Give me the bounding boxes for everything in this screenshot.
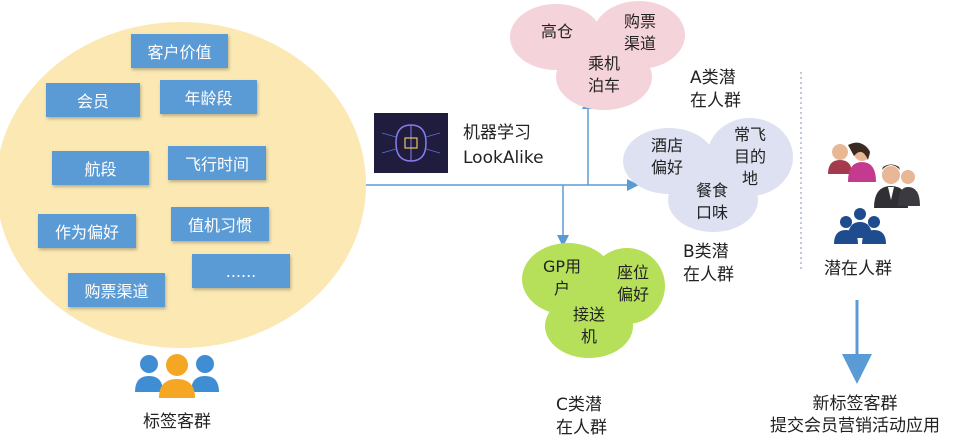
brain-icon xyxy=(381,124,441,162)
result-caption: 新标签客群 提交会员营销活动应用 xyxy=(740,393,960,437)
c-blob-3 xyxy=(545,294,633,358)
tag-checkin-habit: 值机习惯 xyxy=(171,207,269,241)
c-group-title: C类潜在人群 xyxy=(556,395,607,438)
c-item-3: 接送机 xyxy=(572,305,605,346)
tag-flight-time: 飞行时间 xyxy=(168,146,266,180)
tag-flight-segment: 航段 xyxy=(52,151,149,185)
ml-label-line1: 机器学习 xyxy=(463,123,531,143)
label-group-caption: 标签客群 xyxy=(143,412,211,432)
result-line2: 提交会员营销活动应用 xyxy=(770,416,940,436)
ml-label-line2: LookAlike xyxy=(463,148,544,168)
brain-chip-image xyxy=(374,113,448,173)
b-item-1: 酒店偏好 xyxy=(650,136,683,177)
tag-more: ...... xyxy=(192,254,290,288)
ml-label: 机器学习 LookAlike xyxy=(463,121,544,171)
a-item-2: 购票渠道 xyxy=(623,12,656,53)
tag-member: 会员 xyxy=(46,83,140,117)
b-item-2: 常飞目的地 xyxy=(733,125,766,188)
a-item-3: 乘机泊车 xyxy=(587,54,620,95)
customer-group-icon xyxy=(135,354,219,398)
a-group-title: A类潜在人群 xyxy=(690,68,741,111)
b-blob-3 xyxy=(668,168,758,232)
label-group-circle xyxy=(0,22,366,348)
a-blob-3 xyxy=(556,44,652,110)
a-item-1: 高仓 xyxy=(540,22,573,41)
potential-caption: 潜在人群 xyxy=(824,259,892,279)
tag-seat-preference: 作为偏好 xyxy=(38,214,136,248)
c-item-2: 座位偏好 xyxy=(616,263,649,304)
tag-customer-value: 客户价值 xyxy=(131,34,228,68)
c-item-1: GP用户 xyxy=(542,257,582,298)
result-line1: 新标签客群 xyxy=(812,394,898,414)
b-item-3: 餐食口味 xyxy=(695,181,728,222)
tag-age-range: 年龄段 xyxy=(160,80,257,114)
potential-people-icon xyxy=(828,142,920,244)
b-group-title: B类潜在人群 xyxy=(683,242,734,285)
tag-ticket-channel: 购票渠道 xyxy=(68,273,165,307)
